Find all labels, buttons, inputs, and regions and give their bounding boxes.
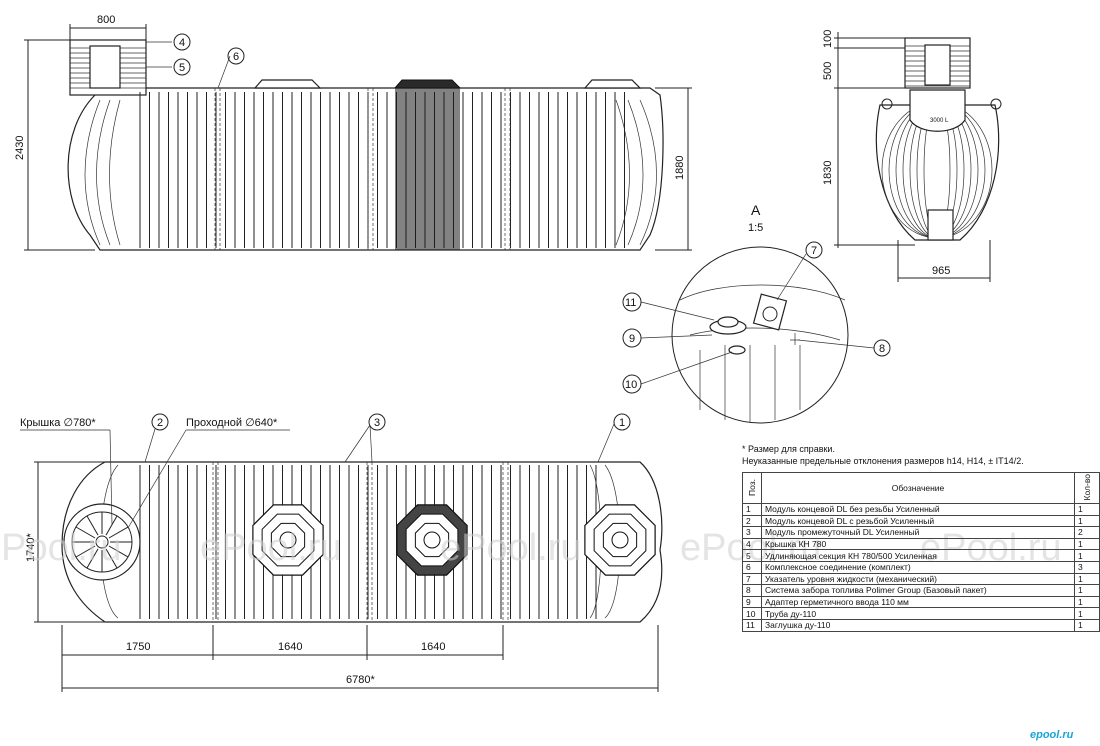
callout-7: 7 [811, 245, 817, 257]
callout-6: 6 [233, 51, 239, 63]
callout-10: 10 [625, 379, 637, 391]
svg-text:ePool.ru: ePool.ru [200, 527, 342, 569]
dim-plan-width: 1740* [25, 533, 37, 562]
spec-header-qty: Кол-во [1074, 472, 1100, 504]
dim-side-body: 1830 [822, 161, 834, 185]
lid-label: Крышка ∅780* [20, 417, 96, 429]
spec-cell-qty: 1 [1074, 503, 1100, 516]
spec-cell-name: Система забора топлива Polimer Group (Ба… [761, 584, 1075, 597]
callout-5: 5 [179, 62, 185, 74]
dim-side-top2: 500 [822, 62, 834, 80]
spec-cell-name: Заглушка ду-110 [761, 618, 1075, 632]
spec-cell-name: Крышка КН 780 [761, 537, 1075, 551]
dim-top-width: 800 [97, 14, 115, 26]
spec-header-pos: Поз. [742, 472, 762, 504]
spec-cell-qty: 1 [1074, 537, 1100, 551]
detail-title: А [751, 202, 761, 218]
callout-1: 1 [619, 417, 625, 429]
spec-cell-name: Адаптер герметичного ввода 110 мм [761, 595, 1075, 609]
spec-cell-name: Труба ду-110 [761, 607, 1075, 620]
lid-spoke [108, 526, 129, 539]
front-view: 800 2430 1880 4 5 6 [14, 14, 692, 251]
spec-header-name: Обозначение [761, 472, 1075, 504]
dim-plan-seg3: 1640 [421, 641, 445, 653]
spec-cell-pos: 5 [742, 549, 762, 562]
lid-spoke [75, 545, 96, 558]
spec-cell-name: Модуль концевой DL с резьбой Усиленный [761, 514, 1075, 528]
lid-spoke [86, 548, 99, 569]
spec-cell-qty: 3 [1074, 560, 1100, 574]
dim-plan-total: 6780* [346, 674, 375, 686]
manhole-center [279, 531, 297, 549]
spec-cell-pos: 11 [742, 618, 762, 632]
spec-cell-qty: 1 [1074, 584, 1100, 597]
manhole-center [611, 531, 629, 549]
logo: epool.ru [1030, 729, 1074, 741]
dim-plan-seg2: 1640 [278, 641, 302, 653]
notes: * Размер для справки. Неуказанные предел… [742, 443, 1024, 467]
callout-3: 3 [374, 417, 380, 429]
callout-2: 2 [157, 417, 163, 429]
dim-side-width: 965 [932, 265, 950, 277]
spec-cell-name: Указатель уровня жидкости (механический) [761, 572, 1075, 586]
spec-cell-qty: 1 [1074, 514, 1100, 528]
spec-cell-pos: 6 [742, 560, 762, 574]
dim-height-body: 1880 [674, 156, 686, 180]
spec-cell-qty: 1 [1074, 618, 1100, 632]
passage-label: Проходной ∅640* [186, 417, 278, 429]
lid-spoke [75, 526, 96, 539]
side-view: 3000 L 100 500 1830 965 [822, 30, 1002, 282]
spec-cell-pos: 9 [742, 595, 762, 609]
lid-spoke [86, 515, 99, 536]
spec-cell-name: Модуль концевой DL без резьбы Усиленный [761, 503, 1075, 516]
spec-cell-pos: 2 [742, 514, 762, 528]
dim-plan-seg1: 1750 [126, 641, 150, 653]
spec-cell-name: Комплексное соединение (комплект) [761, 560, 1075, 574]
spec-cell-qty: 1 [1074, 572, 1100, 586]
spec-cell-pos: 1 [742, 503, 762, 516]
manhole-center [423, 531, 441, 549]
callout-4: 4 [179, 37, 185, 49]
dim-side-top1: 100 [822, 30, 834, 48]
spec-cell-pos: 7 [742, 572, 762, 586]
spec-cell-pos: 8 [742, 584, 762, 597]
tank-badge: 3000 L [930, 118, 949, 124]
spec-cell-pos: 10 [742, 607, 762, 620]
svg-text:ePool.ru: ePool.ru [440, 527, 582, 569]
detail-a: А 1:5 7 8 11 9 10 [622, 202, 891, 424]
callout-11: 11 [625, 297, 636, 309]
detail-scale: 1:5 [748, 222, 763, 234]
lid-spoke [105, 548, 118, 569]
note-reference: * Размер для справки. [742, 444, 835, 454]
lid-spoke [108, 545, 129, 558]
spec-cell-qty: 1 [1074, 607, 1100, 620]
dim-height-total: 2430 [14, 136, 26, 160]
spec-cell-qty: 1 [1074, 595, 1100, 609]
callout-8: 8 [879, 343, 885, 355]
spec-cell-pos: 4 [742, 537, 762, 551]
callout-9: 9 [629, 333, 635, 345]
spec-cell-pos: 3 [742, 526, 762, 539]
spec-cell-qty: 2 [1074, 526, 1100, 539]
spec-cell-name: Модуль промежуточный DL Усиленный [761, 526, 1075, 539]
svg-text:ePool.ru: ePool.ru [0, 527, 122, 569]
spec-cell-qty: 1 [1074, 549, 1100, 562]
spec-cell-name: Удлиняющая секция КН 780/500 Усиленная [761, 549, 1075, 562]
note-tolerances: Неуказанные предельные отклонения размер… [742, 456, 1024, 466]
plan-view: Крышка ∅780* Проходной ∅640* 2 3 1 1740*… [20, 413, 663, 692]
lid-spoke [105, 515, 118, 536]
